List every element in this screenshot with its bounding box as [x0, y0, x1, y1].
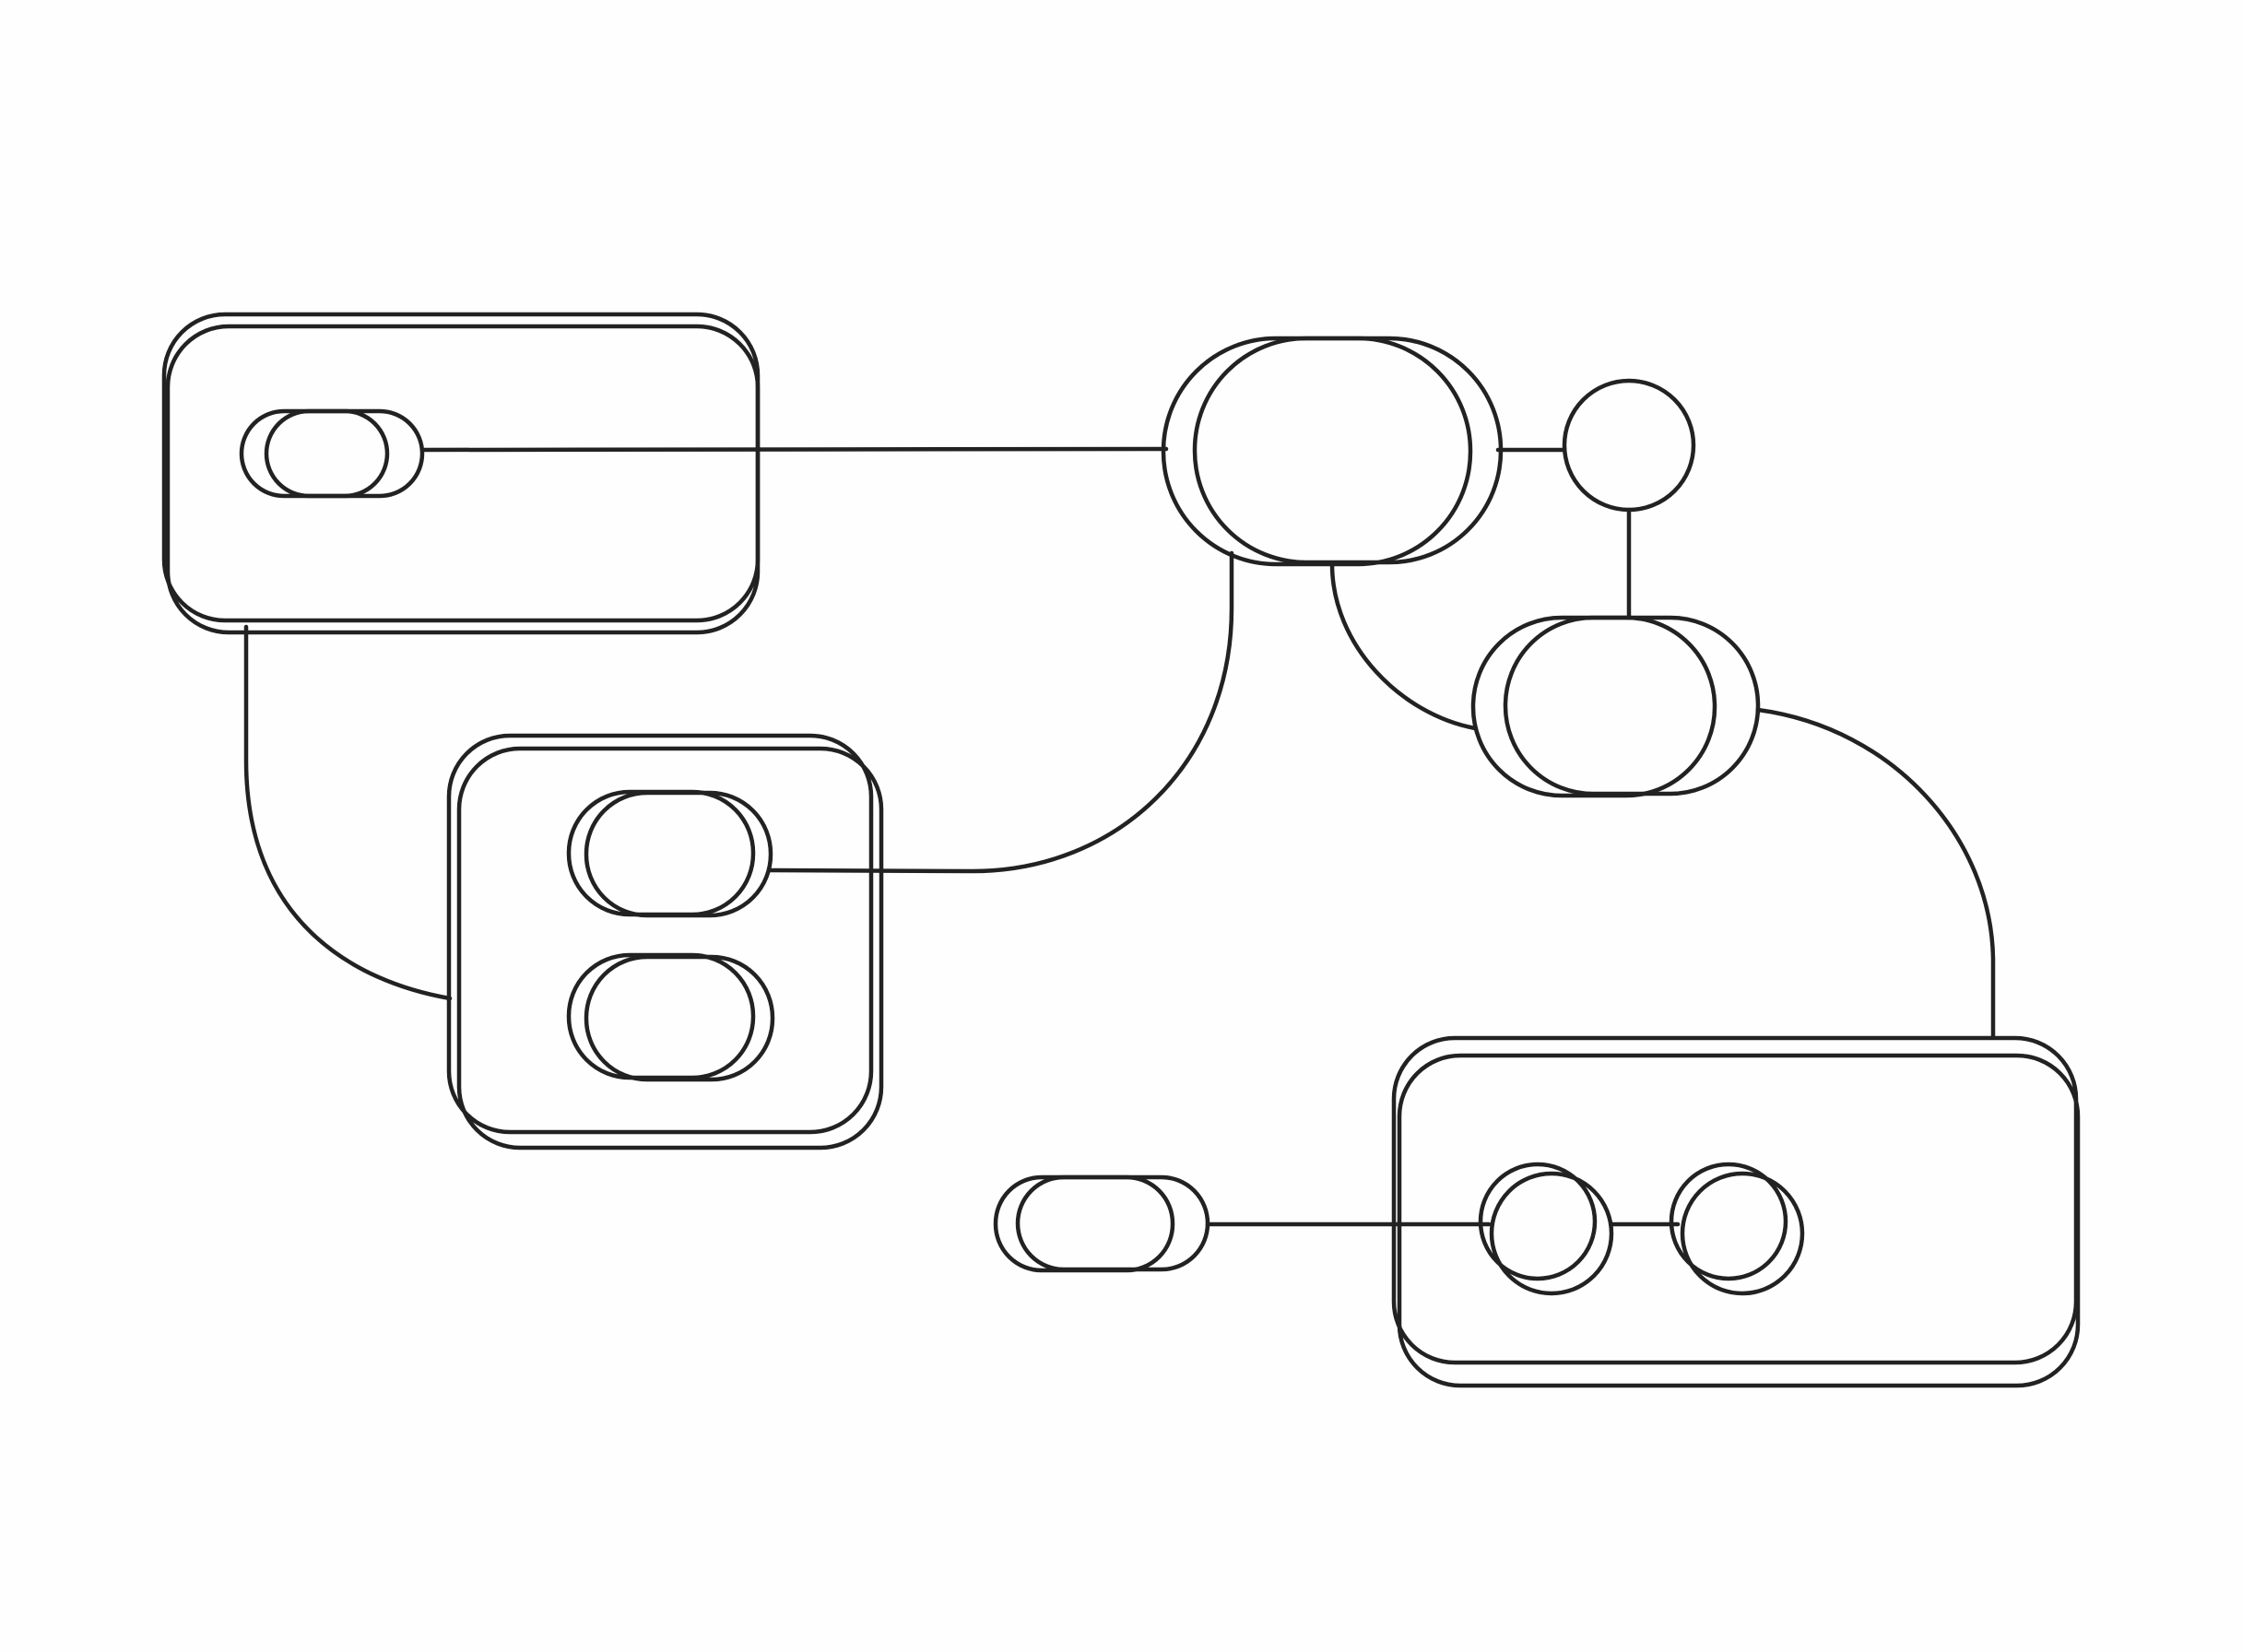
panel-c-card [1391, 1035, 2079, 1365]
connectors [243, 446, 1996, 1227]
blue-dot [1562, 378, 1696, 513]
panel-b-shadow [456, 746, 884, 1150]
panel-b-pill-2 [584, 954, 775, 1082]
right-pill [1470, 615, 1761, 798]
panel-a [161, 312, 761, 635]
panel-c-circle-1 [1489, 1171, 1614, 1296]
lone-pill-body [1015, 1174, 1210, 1272]
panel-b-pill-1-shadow [566, 789, 756, 917]
lone-pill-shadow [993, 1174, 1175, 1273]
panel-c-circle-1-shadow [1478, 1162, 1598, 1281]
panel-b [446, 733, 884, 1150]
lone-pill [993, 1174, 1210, 1273]
panel-c-shadow [1397, 1053, 2081, 1388]
hub-node [1161, 336, 1504, 567]
hub-shadow [1161, 336, 1473, 567]
panel-c-circle-2-shadow [1669, 1162, 1788, 1281]
panel-b-pill-2-shadow [566, 952, 756, 1080]
panel-c [1391, 1035, 2081, 1388]
panel-a-shadow [165, 324, 761, 635]
connector-hub-to-right-pill [1329, 561, 1478, 731]
right-pill-body [1503, 615, 1761, 796]
connector-hub-to-panel-b-pill [767, 550, 1234, 874]
panel-a-pill [264, 408, 425, 499]
connector-right-pill-to-panel-c [1755, 707, 1996, 1040]
panel-b-card [446, 733, 874, 1135]
panel-a-card [161, 312, 761, 623]
panel-c-circle-2 [1680, 1171, 1805, 1296]
hub-capsule [1192, 336, 1504, 565]
connector-top-pill-to-hub [419, 446, 1169, 453]
panel-b-pill-1 [584, 790, 773, 918]
connector-panel-a-to-panel-b [243, 624, 453, 1001]
panel-a-pill-shadow [239, 408, 390, 499]
right-pill-shadow [1470, 615, 1717, 798]
